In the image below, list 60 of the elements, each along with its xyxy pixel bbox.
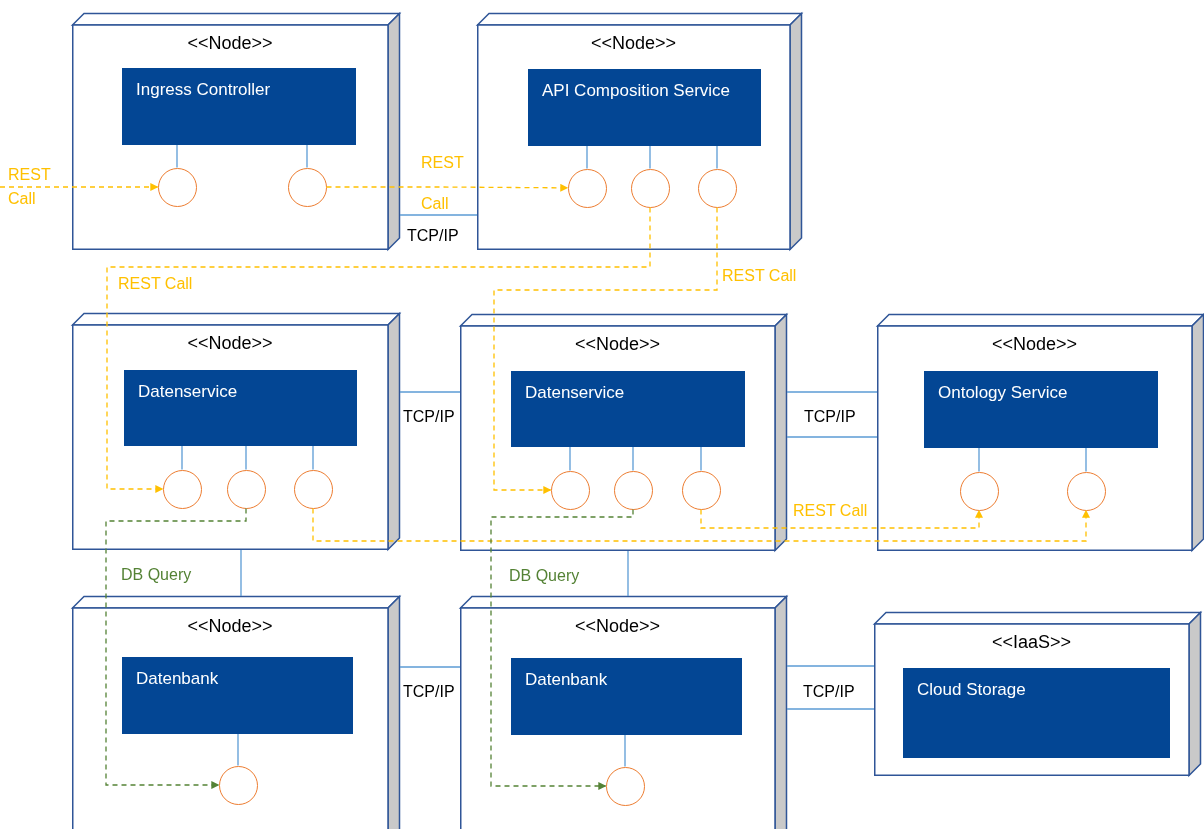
- connector-line: [245, 445, 247, 471]
- edge-label: REST Call: [118, 274, 194, 294]
- connector-line: [627, 550, 629, 597]
- connector-line: [399, 666, 461, 668]
- edge-label: DB Query: [509, 566, 581, 586]
- component-box: Ingress Controller: [122, 68, 356, 145]
- component-box: Ontology Service: [924, 371, 1158, 448]
- edge-label: REST Call: [8, 165, 52, 209]
- dashed-arrow: [312, 507, 1090, 542]
- edge-label: REST Call: [793, 501, 869, 521]
- dashed-arrow: [325, 183, 569, 192]
- edge-label: DB Query: [121, 565, 193, 585]
- edge-label: TCP/IP: [804, 407, 857, 427]
- component-box: Datenbank: [122, 657, 353, 734]
- stereotype-label: <<Node>>: [186, 33, 274, 54]
- dashed-arrow: [490, 508, 634, 790]
- edge-label: TCP/IP: [403, 407, 456, 427]
- connector-line: [240, 549, 242, 597]
- connector-line: [632, 446, 634, 472]
- dashed-arrow: [700, 508, 983, 529]
- connector-line: [237, 733, 239, 767]
- connector-line: [786, 391, 878, 393]
- connector-line: [1085, 447, 1087, 473]
- edge-label: TCP/IP: [403, 682, 456, 702]
- connector-line: [586, 145, 588, 170]
- connector-line: [312, 445, 314, 471]
- dashed-arrow: [0, 183, 159, 191]
- component-box: Datenservice: [124, 370, 357, 446]
- component-box: API Composition Service: [528, 69, 761, 146]
- edge-label: REST Call: [722, 266, 798, 286]
- stereotype-label: <<Node>>: [573, 334, 662, 355]
- connector-line: [786, 708, 875, 710]
- connector-line: [700, 446, 702, 472]
- component-box: Datenbank: [511, 658, 742, 735]
- edge-label: REST Call: [421, 153, 465, 214]
- dashed-arrow: [106, 206, 651, 493]
- connector-line: [624, 734, 626, 768]
- component-box: Cloud Storage: [903, 668, 1170, 758]
- stereotype-label: <<Node>>: [573, 616, 662, 637]
- connector-line: [716, 145, 718, 170]
- connector-line: [176, 144, 178, 169]
- connector-line: [569, 446, 571, 472]
- stereotype-label: <<IaaS>>: [990, 632, 1073, 653]
- stereotype-label: <<Node>>: [186, 333, 274, 354]
- connector-line: [306, 144, 308, 169]
- connector-line: [786, 436, 878, 438]
- dashed-arrow: [493, 206, 718, 494]
- stereotype-label: <<Node>>: [589, 33, 678, 54]
- connector-line: [399, 391, 461, 393]
- edge-label: TCP/IP: [407, 226, 460, 246]
- component-box: Datenservice: [511, 371, 745, 447]
- stereotype-label: <<Node>>: [990, 334, 1079, 355]
- connector-line: [649, 145, 651, 170]
- connector-line: [978, 447, 980, 473]
- stereotype-label: <<Node>>: [186, 616, 274, 637]
- edge-label: TCP/IP: [803, 682, 856, 702]
- connector-line: [786, 665, 875, 667]
- dashed-arrow: [105, 507, 247, 789]
- connector-line: [181, 445, 183, 471]
- connector-line: [399, 214, 478, 216]
